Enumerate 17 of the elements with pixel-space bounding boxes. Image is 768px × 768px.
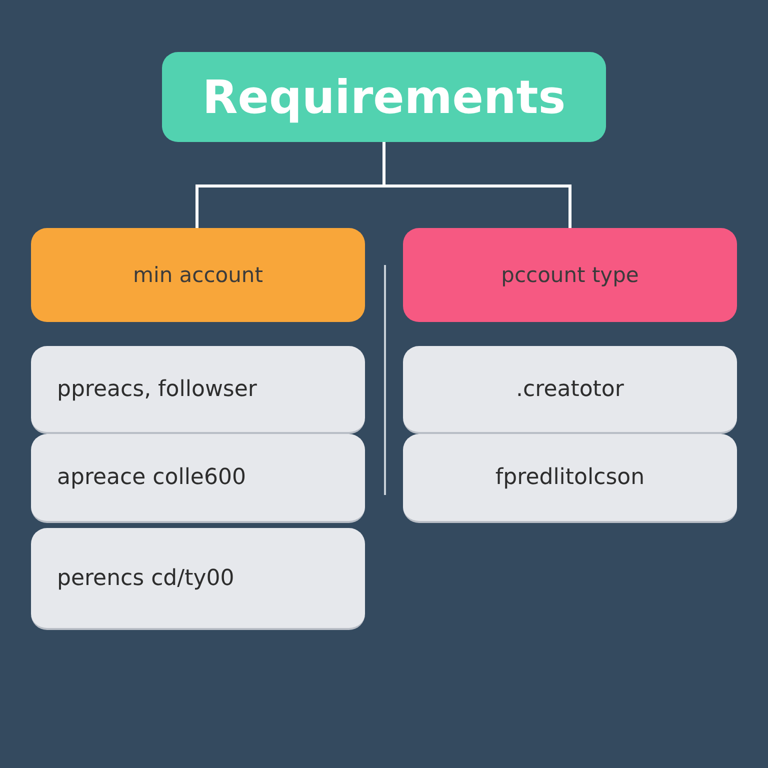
node-label: .creatotor xyxy=(516,376,624,402)
category-header xyxy=(403,228,737,322)
node-label: pccount type xyxy=(501,263,639,287)
item-card xyxy=(403,434,737,523)
title-text: Requirements xyxy=(202,70,566,124)
item-card xyxy=(31,528,365,630)
node-label: fpredlitolcson xyxy=(495,465,645,490)
node-label: min account xyxy=(133,263,263,287)
item-card xyxy=(31,434,365,523)
node-label: perencs cd/ty00 xyxy=(57,566,234,590)
item-card xyxy=(31,346,365,434)
node-label: ppreacs, followser xyxy=(57,376,257,402)
category-header xyxy=(31,228,365,322)
node-label: apreace colle600 xyxy=(57,465,246,490)
title-box xyxy=(162,52,606,142)
connector-line xyxy=(382,142,572,228)
item-card xyxy=(403,346,737,434)
